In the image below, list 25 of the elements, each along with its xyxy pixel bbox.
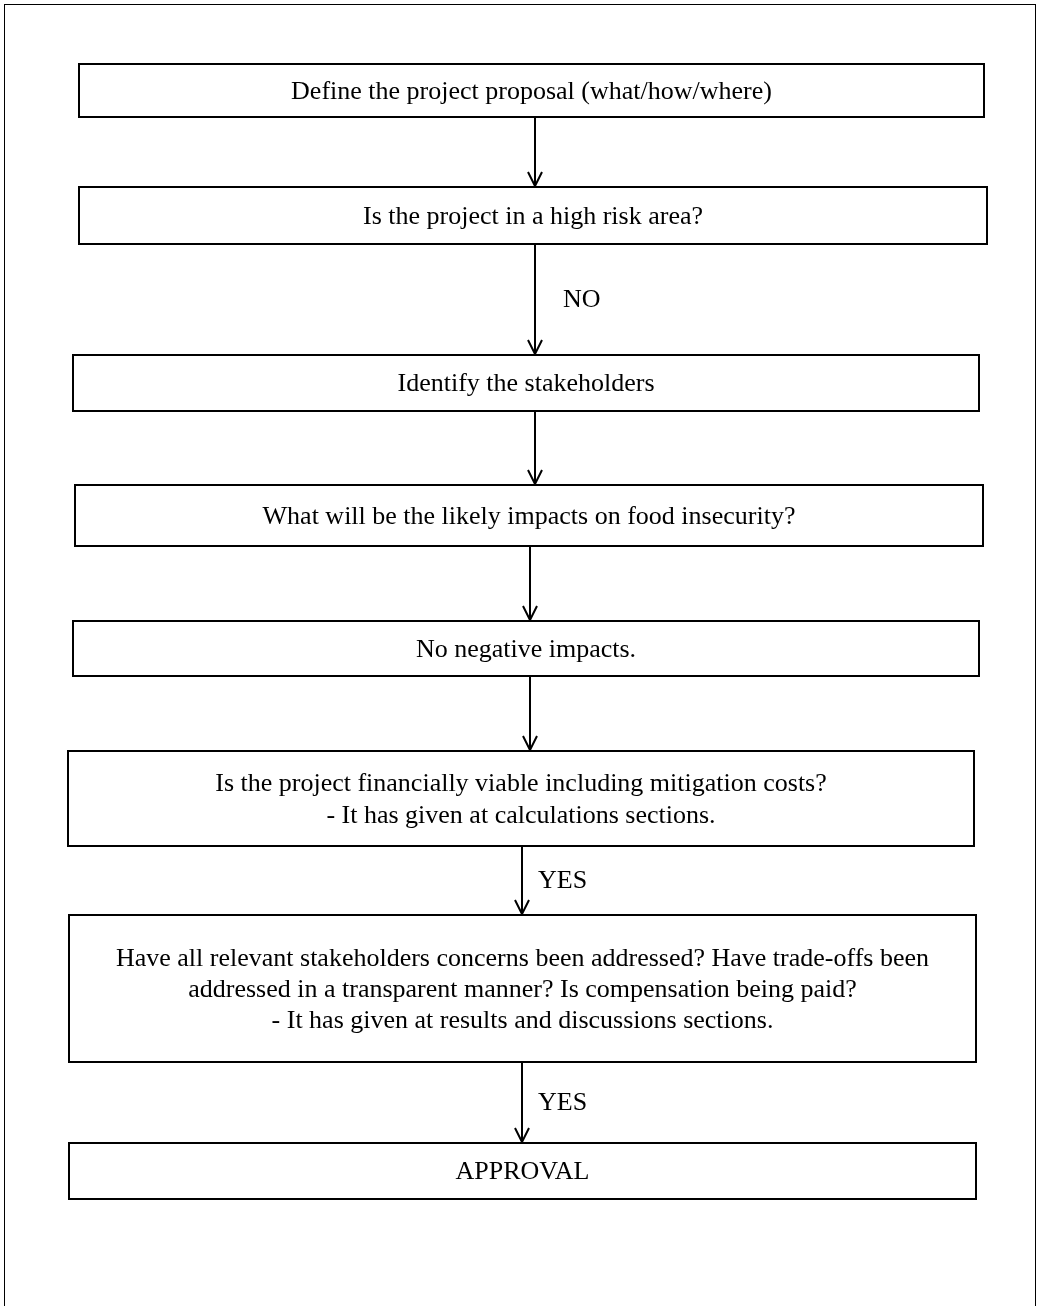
process-box (68, 914, 977, 1063)
arrow (522, 676, 538, 751)
process-box (67, 750, 975, 847)
process-box (78, 63, 985, 118)
arrow (527, 244, 543, 355)
box-text: - It has given at results and discussions sections. (271, 1004, 774, 1036)
process-box (72, 354, 980, 412)
process-box (72, 620, 980, 677)
arrow (527, 411, 543, 485)
process-box (68, 1142, 977, 1200)
box-text: Is the project in a high risk area? (363, 199, 703, 232)
arrow (514, 1062, 530, 1143)
box-text: Define the project proposal (what/how/where) (291, 74, 772, 107)
box-text: Is the project financially viable including mitigation costs? (215, 767, 827, 799)
box-text: - It has given at calculations sections. (326, 798, 716, 830)
arrow (514, 846, 530, 915)
process-box (78, 186, 988, 245)
arrow (522, 546, 538, 621)
box-text: Identify the stakeholders (397, 367, 655, 399)
box-text: Have all relevant stakeholders concerns been addressed? Have trade-offs been addressed in a transparent manner? Is compensation being paid? (114, 941, 931, 1005)
box-text: What will be the likely impacts on food insecurity? (262, 499, 796, 532)
arrow (527, 117, 543, 187)
box-text: No negative impacts. (415, 632, 637, 665)
process-box (74, 484, 984, 547)
box-text: APPROVAL (455, 1155, 590, 1187)
